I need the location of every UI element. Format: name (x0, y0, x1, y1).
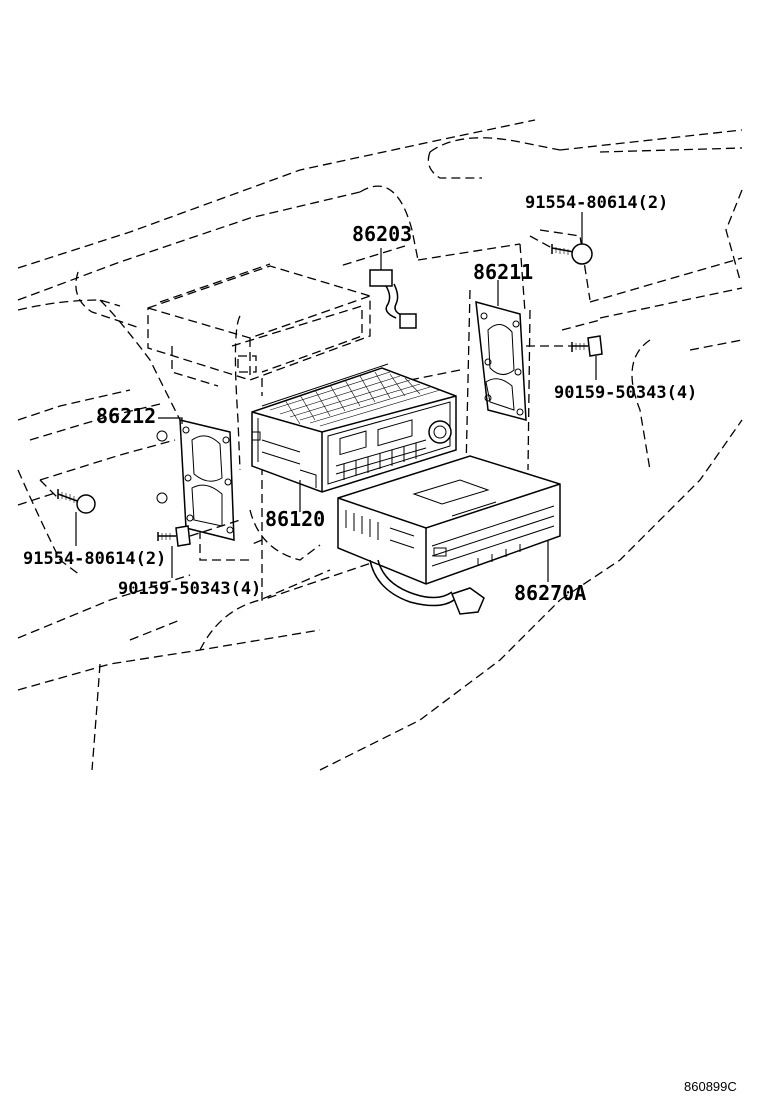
figure-code: 860899C (684, 1079, 737, 1094)
cd-unit-86270A (337, 455, 561, 615)
connector-86203 (369, 248, 417, 329)
bolt-left (57, 489, 96, 546)
label-bolt-upper-right: 91554-80614(2) (525, 193, 668, 213)
lower-trim-outline (39, 439, 263, 561)
screw-left (157, 519, 241, 578)
bracket-left-86212 (156, 417, 235, 541)
bracket-right-86211 (475, 280, 527, 421)
label-86270A: 86270A (514, 581, 586, 605)
upper-unit-86203 (147, 263, 371, 396)
screw-right (526, 335, 603, 380)
bolt-upper-right (529, 212, 593, 265)
dashboard-outline (17, 119, 743, 771)
label-screw-right: 90159-50343(4) (554, 383, 697, 403)
label-bolt-left: 91554-80614(2) (23, 549, 166, 569)
label-screw-left: 90159-50343(4) (118, 579, 261, 599)
label-86212: 86212 (96, 404, 156, 428)
label-86203: 86203 (352, 222, 412, 246)
radio-receiver-86120 (251, 363, 457, 512)
label-86120: 86120 (265, 507, 325, 531)
label-86211: 86211 (473, 260, 533, 284)
